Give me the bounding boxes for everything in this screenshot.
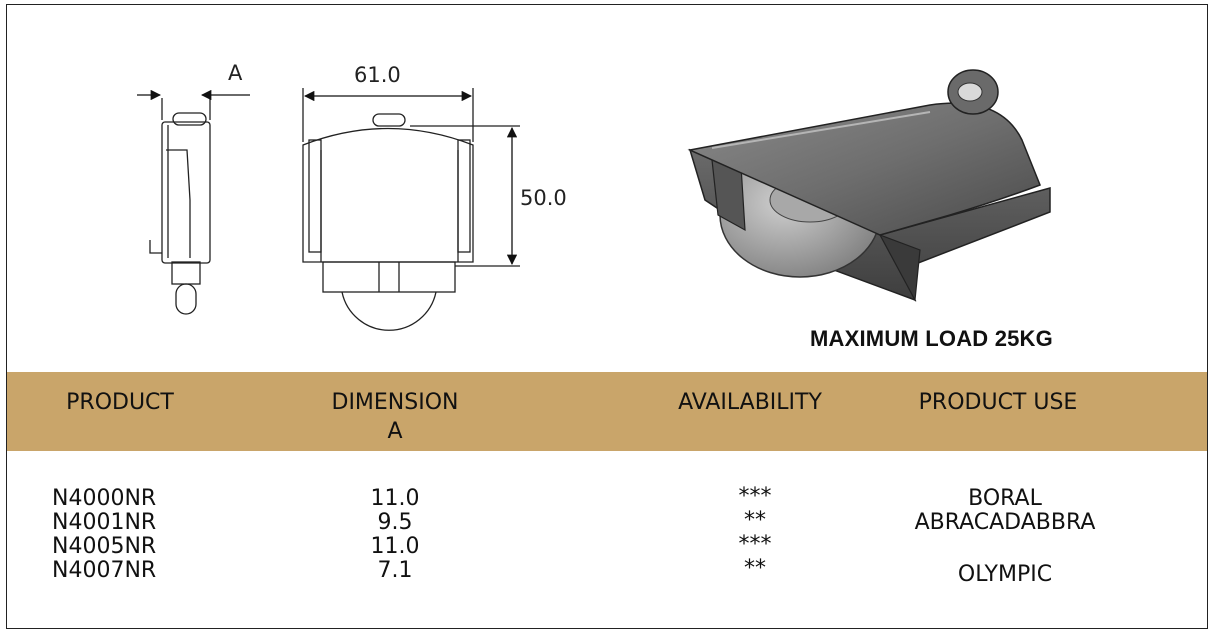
cell-dimension: 11.0 xyxy=(370,534,420,559)
cell-product-use: OLYMPIC xyxy=(957,562,1053,587)
cell-availability: ** xyxy=(744,556,766,581)
cell-availability: ** xyxy=(744,508,766,533)
cell-dimension: 9.5 xyxy=(377,510,413,535)
dimension-width-label: 61.0 xyxy=(354,63,401,87)
cell-product-use: ABRACADABBRA xyxy=(914,510,1096,535)
cell-product: N4005NR xyxy=(52,534,157,559)
side-view-drawing xyxy=(149,98,211,315)
header-dimension-line1: DIMENSION xyxy=(331,390,459,415)
table-header-band xyxy=(7,372,1207,451)
dimension-a-label: A xyxy=(228,61,243,85)
cell-availability: *** xyxy=(738,484,772,509)
maximum-load-label: MAXIMUM LOAD 25KG xyxy=(810,326,1053,351)
header-dimension: DIMENSION A xyxy=(300,388,490,446)
cell-product: N4007NR xyxy=(52,558,157,583)
header-availability: AVAILABILITY xyxy=(678,390,822,415)
cell-product-use: BORAL xyxy=(968,486,1042,511)
dimension-height-label: 50.0 xyxy=(520,186,567,210)
header-dimension-line2: A xyxy=(387,419,403,444)
cell-product: N4000NR xyxy=(52,486,157,511)
roller-product-image xyxy=(687,69,1051,303)
header-product-use: PRODUCT USE xyxy=(918,390,1078,415)
cell-product: N4001NR xyxy=(52,510,157,535)
product-sheet-frame xyxy=(6,4,1208,629)
header-product: PRODUCT xyxy=(66,390,174,415)
cell-dimension: 11.0 xyxy=(370,486,420,511)
cell-dimension: 7.1 xyxy=(377,558,413,583)
front-view-drawing xyxy=(302,88,520,331)
cell-availability: *** xyxy=(738,532,772,557)
